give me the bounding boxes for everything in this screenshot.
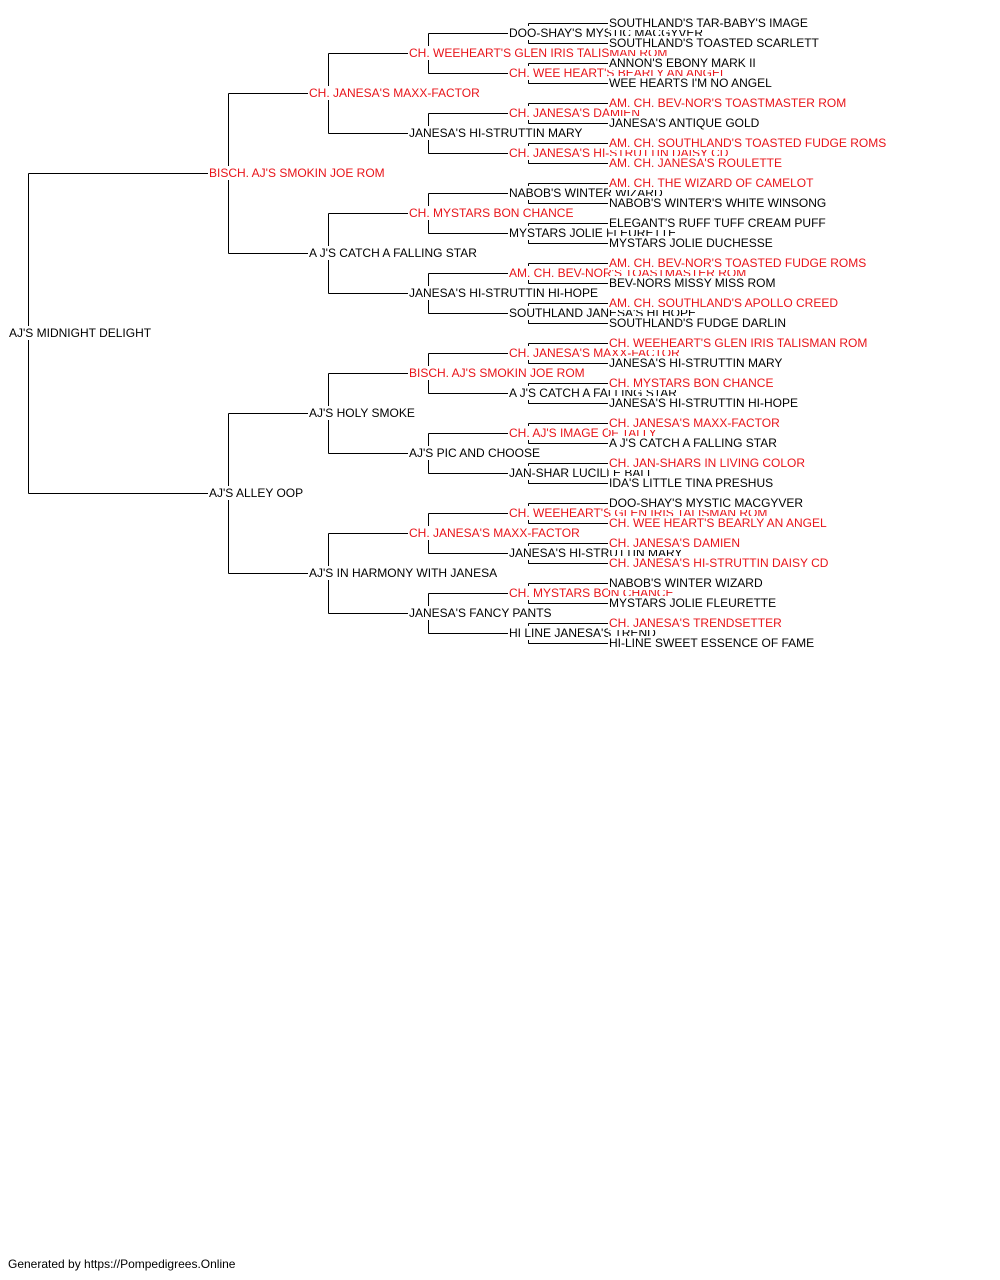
gen3-sire-name: CH. MYSTARS BON CHANCE [408,206,575,220]
gen5-dam-name: MYSTARS JOLIE FLEURETTE [608,596,778,610]
gen2-sire-name: AJ'S HOLY SMOKE [308,406,416,420]
generated-by-footer: Generated by https://Pompedigrees.Online [8,1257,236,1271]
gen3-sire-name: CH. JANESA'S MAXX-FACTOR [408,526,581,540]
gen3-dam-name: AJ'S PIC AND CHOOSE [408,446,541,460]
gen5-dam-name: MYSTARS JOLIE DUCHESSE [608,236,774,250]
gen5-sire-name: SOUTHLAND'S TAR-BABY'S IMAGE [608,16,809,30]
gen5-dam-name: NABOB'S WINTER'S WHITE WINSONG [608,196,828,210]
gen3-dam-name: JANESA'S FANCY PANTS [408,606,553,620]
gen2-dam-name: A J'S CATCH A FALLING STAR [308,246,478,260]
gen5-dam-name: WEE HEARTS I'M NO ANGEL [608,76,773,90]
gen5-dam-name: CH. WEE HEART'S BEARLY AN ANGEL [608,516,828,530]
gen5-sire-name: ANNON'S EBONY MARK II [608,56,757,70]
gen1-sire-name: BISCH. AJ'S SMOKIN JOE ROM [208,166,386,180]
gen5-sire-name: CH. JANESA'S TRENDSETTER [608,616,783,630]
gen5-dam-name: SOUTHLAND'S TOASTED SCARLETT [608,36,820,50]
gen5-sire-name: NABOB'S WINTER WIZARD [608,576,764,590]
gen3-dam-name: JANESA'S HI-STRUTTIN HI-HOPE [408,286,599,300]
gen5-dam-name: JANESA'S ANTIQUE GOLD [608,116,761,130]
gen5-sire-name: AM. CH. SOUTHLAND'S TOASTED FUDGE ROMS [608,136,888,150]
gen5-sire-name: AM. CH. SOUTHLAND'S APOLLO CREED [608,296,840,310]
gen5-sire-name: AM. CH. BEV-NOR'S TOASTMASTER ROM [608,96,848,110]
gen5-sire-name: CH. WEEHEART'S GLEN IRIS TALISMAN ROM [608,336,869,350]
gen5-sire-name: ELEGANT'S RUFF TUFF CREAM PUFF [608,216,827,230]
gen5-dam-name: A J'S CATCH A FALLING STAR [608,436,778,450]
gen5-dam-name: AM. CH. JANESA'S ROULETTE [608,156,783,170]
gen5-dam-name: IDA'S LITTLE TINA PRESHUS [608,476,775,490]
gen5-dam-name: SOUTHLAND'S FUDGE DARLIN [608,316,787,330]
gen2-dam-name: AJ'S IN HARMONY WITH JANESA [308,566,499,580]
gen1-dam-name: AJ'S ALLEY OOP [208,486,305,500]
gen5-dam-name: CH. JANESA'S HI-STRUTTIN DAISY CD [608,556,830,570]
gen5-sire-name: DOO-SHAY'S MYSTIC MACGYVER [608,496,805,510]
gen5-dam-name: JANESA'S HI-STRUTTIN HI-HOPE [608,396,799,410]
gen5-dam-name: JANESA'S HI-STRUTTIN MARY [608,356,784,370]
gen3-dam-name: JANESA'S HI-STRUTTIN MARY [408,126,584,140]
gen5-sire-name: CH. JANESA'S MAXX-FACTOR [608,416,781,430]
subject-name: AJ'S MIDNIGHT DELIGHT [8,326,153,340]
gen2-sire-name: CH. JANESA'S MAXX-FACTOR [308,86,481,100]
gen5-sire-name: AM. CH. THE WIZARD OF CAMELOT [608,176,815,190]
gen4-sire-name: CH. JANESA'S DAMIEN [508,106,641,120]
gen5-sire-name: CH. JANESA'S DAMIEN [608,536,741,550]
gen5-sire-name: CH. MYSTARS BON CHANCE [608,376,775,390]
gen5-sire-name: AM. CH. BEV-NOR'S TOASTED FUDGE ROMS [608,256,868,270]
gen3-sire-name: BISCH. AJ'S SMOKIN JOE ROM [408,366,586,380]
gen5-dam-name: BEV-NORS MISSY MISS ROM [608,276,777,290]
gen5-sire-name: CH. JAN-SHARS IN LIVING COLOR [608,456,807,470]
gen3-sire-name: CH. WEEHEART'S GLEN IRIS TALISMAN ROM [408,46,669,60]
gen5-dam-name: HI-LINE SWEET ESSENCE OF FAME [608,636,816,650]
